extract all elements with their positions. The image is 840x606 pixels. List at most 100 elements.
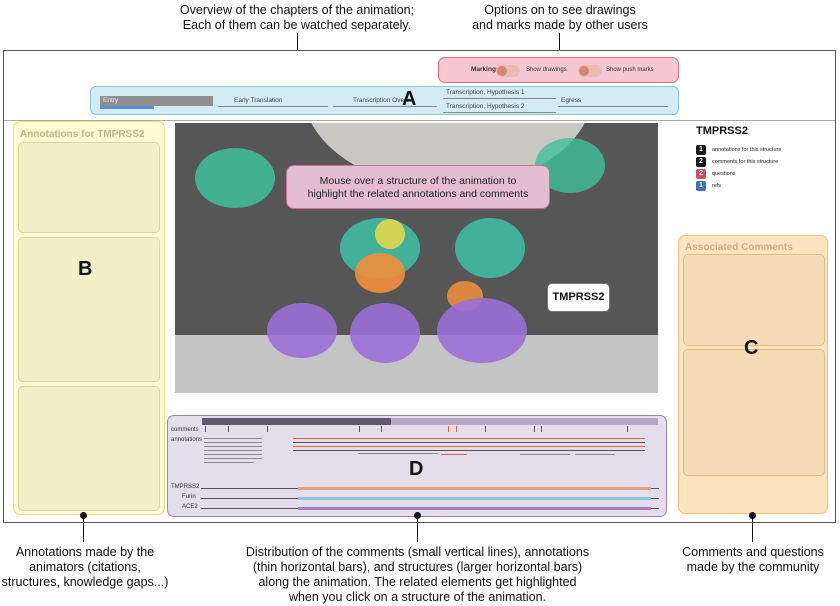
receptor-protein [350, 303, 420, 363]
comment-tick[interactable] [485, 426, 486, 432]
comment-card[interactable] [683, 254, 825, 346]
structure-bar-tmprss2[interactable] [298, 487, 651, 490]
show-drawings-label: Show drawings [526, 67, 567, 73]
distribution-leader-dot [414, 512, 421, 519]
callout-line: structures, knowledge gaps...) [1, 575, 169, 589]
show-drawings-toggle[interactable] [496, 65, 520, 77]
annotation-card[interactable] [18, 237, 160, 382]
chapter-entry[interactable]: Entry [103, 97, 119, 104]
comment-tick[interactable] [381, 426, 382, 432]
callout-line: Comments and questions [682, 545, 824, 559]
annotations-panel: Annotations for TMPRSS2 [13, 121, 165, 515]
show-push-marks-label: Show push marks [606, 67, 654, 73]
comment-tick[interactable] [627, 426, 628, 432]
annotation-bar-highlight[interactable] [441, 454, 467, 455]
callout-line: and marks made by other users [472, 18, 648, 32]
toggle-knob [497, 66, 507, 76]
spike-protein [195, 148, 275, 208]
comment-tick[interactable] [267, 426, 268, 432]
structure-bar-ace2[interactable] [298, 507, 651, 510]
annotations-panel-title: Annotations for TMPRSS2 [20, 129, 145, 140]
show-push-marks-toggle[interactable] [578, 65, 602, 77]
chapter-progress [100, 106, 154, 109]
comments-legend-label: comments for this structure [712, 159, 779, 165]
annotations-badge: 1 [696, 145, 706, 155]
refs-badge: 1 [696, 181, 706, 191]
annotation-bar[interactable] [204, 442, 262, 443]
receptor-protein [437, 298, 527, 363]
label-c: C [744, 337, 759, 359]
comment-tick[interactable] [205, 426, 206, 432]
comment-tick[interactable] [359, 426, 360, 432]
comment-tick[interactable] [534, 426, 535, 432]
distribution-leader [417, 516, 418, 542]
annotation-bar[interactable] [204, 450, 262, 451]
callout-line: along the animation. The related element… [258, 575, 577, 589]
chapter-entry-bar[interactable] [100, 96, 213, 106]
callout-line: made by the community [686, 560, 820, 574]
annotation-bar[interactable] [204, 446, 262, 447]
chapter-underline [558, 106, 668, 107]
questions-badge: 2 [696, 169, 706, 179]
comment-card[interactable] [683, 349, 825, 476]
annotations-legend-label: annotations for this structure [712, 147, 782, 153]
timeline-overview-progress [202, 418, 391, 425]
annotation-bar[interactable] [358, 453, 438, 454]
chapters-callout: Overview of the chapters of the animatio… [168, 3, 426, 33]
callout-line: (thin horizontal bars), and structures (… [252, 560, 583, 574]
chapter-hypothesis-1[interactable]: Transcription, Hypothesis 1 [446, 89, 525, 96]
annotation-bar[interactable] [293, 450, 645, 451]
comments-leader-dot [749, 512, 756, 519]
structure-label-ace2: ACE2 [182, 504, 198, 510]
structure-label-furin: Furin [182, 494, 196, 500]
chapter-underline [218, 106, 328, 107]
distribution-callout: Distribution of the comments (small vert… [225, 545, 610, 605]
chapter-hypothesis-2[interactable]: Transcription, Hypothesis 2 [446, 103, 525, 110]
annotation-bar[interactable] [575, 454, 615, 455]
comment-tick[interactable] [541, 426, 542, 432]
refs-legend-label: refs [712, 183, 722, 189]
chapter-underline [443, 112, 556, 113]
label-a: A [402, 88, 417, 110]
chapter-underline [333, 106, 437, 107]
markings-panel: Markings Show drawings Show push marks [438, 57, 679, 83]
hint-line: Mouse over a structure of the animation … [319, 175, 517, 187]
annotation-bar-highlight[interactable] [293, 438, 645, 439]
callout-line: animators (citations, [29, 560, 141, 574]
markings-title: Markings [471, 66, 500, 73]
annotations-row-label: annotations [171, 437, 203, 443]
annotation-bar[interactable] [293, 442, 645, 443]
annotation-bar[interactable] [204, 458, 262, 459]
structure-bar-furin[interactable] [298, 497, 651, 500]
annotation-bar[interactable] [520, 454, 570, 455]
comments-badge: 2 [696, 157, 706, 167]
callout-line: when you click on a structure of the ani… [288, 590, 547, 604]
receptor-protein [267, 303, 337, 358]
annotation-bar-highlight[interactable] [293, 446, 645, 447]
markings-leader [559, 33, 560, 58]
structure-title: TMPRSS2 [696, 125, 748, 137]
comment-tick[interactable] [228, 426, 229, 432]
comment-tick-highlight[interactable] [456, 426, 457, 432]
comments-panel: Associated Comments [678, 235, 828, 514]
annotations-callout: Annotations made by the animators (citat… [0, 545, 170, 590]
annotation-bar[interactable] [204, 438, 262, 439]
hint-bubble: Mouse over a structure of the animation … [286, 165, 550, 209]
annotation-card[interactable] [18, 386, 160, 511]
comment-tick-highlight[interactable] [448, 426, 449, 432]
chapter-egress[interactable]: Egress [561, 97, 582, 104]
chapter-timeline: Entry Early Translation Transcription Ov… [90, 86, 679, 115]
callout-line: Each of them can be watched separately. [182, 18, 412, 32]
orange-structure [355, 253, 405, 293]
callout-line: Options on to see drawings [484, 3, 636, 17]
annotation-card[interactable] [18, 142, 160, 233]
animation-viewport[interactable] [175, 123, 658, 393]
callout-line: Distribution of the comments (small vert… [245, 545, 590, 559]
annotation-bar[interactable] [204, 462, 254, 463]
comments-panel-title: Associated Comments [685, 242, 793, 253]
chapter-early-translation[interactable]: Early Translation [234, 97, 283, 104]
header-divider [4, 120, 835, 121]
chapter-transcription-overview[interactable]: Transcription Overv [353, 97, 410, 104]
annotation-bar[interactable] [204, 454, 262, 455]
markings-callout: Options on to see drawings and marks mad… [460, 3, 660, 33]
